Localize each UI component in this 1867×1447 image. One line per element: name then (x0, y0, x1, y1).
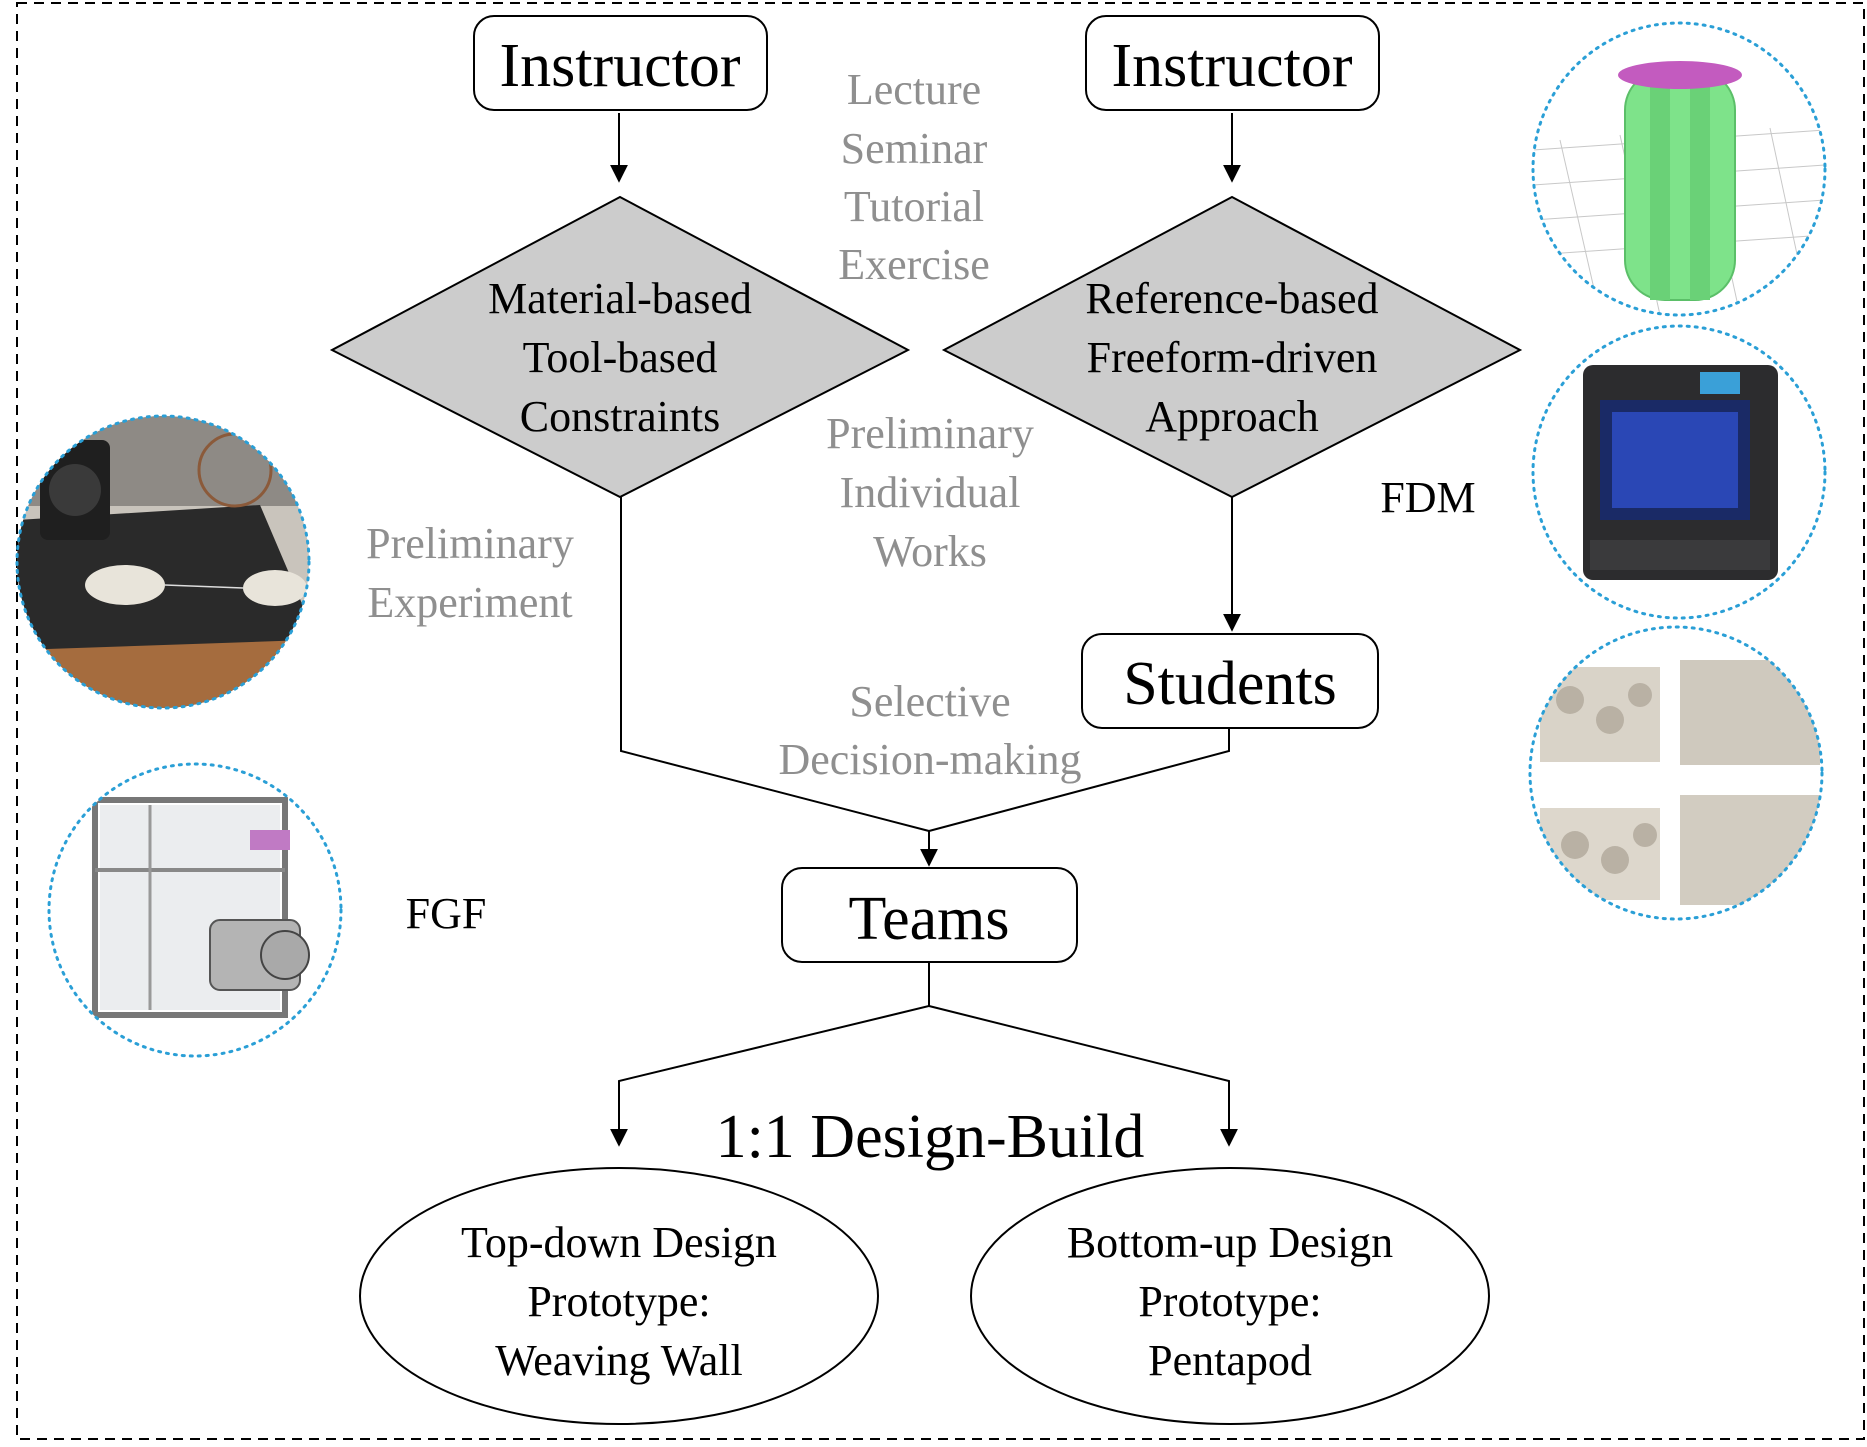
diamond-left-line-2: Tool-based (523, 333, 718, 382)
photo-pentapod-model-image (1531, 21, 1827, 317)
photo-fgf-printer-image (47, 762, 343, 1058)
teaching-mode-exercise: Exercise (838, 240, 989, 289)
teaching-mode-seminar: Seminar (841, 124, 988, 173)
selective-decision-line-2: Decision-making (778, 735, 1081, 784)
diamond-right-line-2: Freeform-driven (1087, 333, 1378, 382)
photo-fgf-experiment-image (15, 414, 311, 710)
diamond-left-line-3: Constraints (520, 392, 720, 441)
preliminary-individual-annotation: Preliminary Individual Works (826, 409, 1034, 576)
ellipse-left-prototype: Top-down Design Prototype: Weaving Wall (359, 1167, 879, 1425)
line-diamond-left-to-merge (620, 497, 930, 832)
fgf-label: FGF (406, 889, 487, 938)
teaching-mode-tutorial: Tutorial (844, 182, 984, 231)
line-students-to-merge (928, 728, 1230, 832)
ellipse-right-line-3: Pentapod (1148, 1336, 1312, 1385)
ellipse-left-line-3: Weaving Wall (495, 1336, 742, 1385)
diamond-left-decision: Material-based Tool-based Constraints (329, 195, 911, 499)
instructor-left-node: Instructor (473, 15, 768, 111)
preliminary-individual-line-3: Works (873, 527, 987, 576)
students-label: Students (1123, 650, 1337, 718)
diamond-right-line-3: Approach (1145, 392, 1319, 441)
preliminary-experiment-annotation: Preliminary Experiment (366, 519, 574, 627)
outer-frame (16, 2, 1865, 1440)
teams-label: Teams (849, 885, 1010, 953)
teaching-modes-annotation: Lecture Seminar Tutorial Exercise (838, 65, 989, 289)
diamond-right-line-1: Reference-based (1085, 274, 1378, 323)
selective-decision-line-1: Selective (849, 677, 1010, 726)
ellipse-right-line-1: Bottom-up Design (1067, 1218, 1393, 1267)
preliminary-experiment-line-2: Experiment (367, 578, 572, 627)
arrow-teams-to-right-ellipse (928, 1005, 1238, 1147)
design-build-title: 1:1 Design-Build (716, 1103, 1145, 1171)
ellipse-right-line-2: Prototype: (1138, 1277, 1321, 1326)
teaching-mode-lecture: Lecture (847, 65, 981, 114)
instructor-right-node: Instructor (1085, 15, 1380, 111)
photo-fdm-printer-image (1531, 324, 1827, 620)
ellipse-left-line-2: Prototype: (527, 1277, 710, 1326)
arrow-teams-to-left-ellipse (610, 962, 930, 1147)
diamond-right-decision: Reference-based Freeform-driven Approach (941, 195, 1523, 499)
ellipse-left-line-1: Top-down Design (461, 1218, 777, 1267)
diamond-left-line-1: Material-based (488, 274, 752, 323)
preliminary-experiment-line-1: Preliminary (366, 519, 574, 568)
preliminary-individual-line-1: Preliminary (826, 409, 1034, 458)
students-node: Students (1081, 633, 1379, 729)
instructor-right-label: Instructor (1111, 32, 1352, 100)
selective-decision-annotation: Selective Decision-making (778, 677, 1081, 784)
instructor-left-label: Instructor (499, 32, 740, 100)
preliminary-individual-line-2: Individual (840, 468, 1021, 517)
fdm-label: FDM (1380, 473, 1475, 522)
teams-node: Teams (781, 867, 1078, 963)
photo-texture-samples-image (1528, 625, 1824, 921)
ellipse-right-prototype: Bottom-up Design Prototype: Pentapod (970, 1167, 1490, 1425)
